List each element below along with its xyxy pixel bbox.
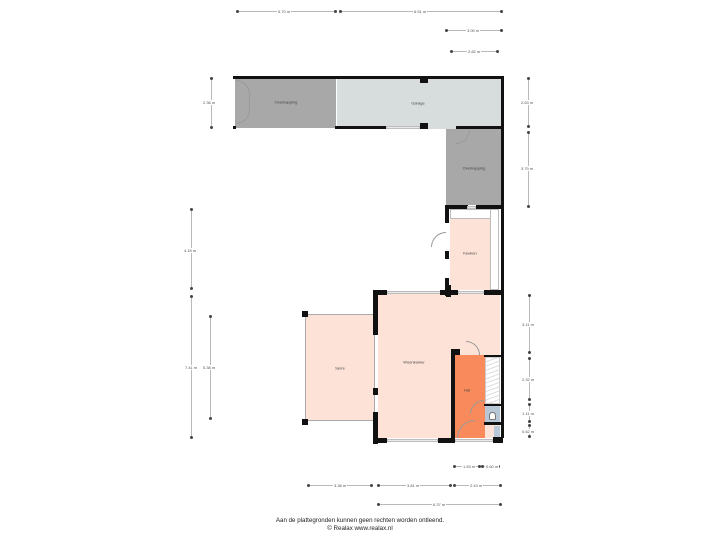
dim-right-1-label: 3.11 m: [521, 322, 535, 327]
kitchen-window-top: [467, 206, 476, 209]
room-woonkamer-label: Woonkamer: [403, 359, 425, 365]
stairs: [485, 357, 500, 404]
room-meterkast: [494, 426, 500, 437]
wall: [373, 388, 378, 395]
room-overkapping-right-label: Overkapping: [462, 165, 486, 171]
wall: [420, 123, 428, 129]
dim-bottom-mk-label: 0.60 m: [485, 464, 500, 469]
wall: [420, 78, 428, 83]
room-serre-label: Serre: [335, 365, 345, 371]
dim-right-garage-label: 2.63 m: [520, 100, 535, 105]
wall: [451, 349, 460, 355]
dim-bottom-total-label: 6.37 m: [432, 502, 447, 507]
footer-disclaimer: Aan de plattegronden kunnen geen rechten…: [275, 517, 445, 524]
wall: [451, 349, 455, 443]
wall: [438, 438, 454, 443]
wall: [373, 412, 378, 444]
dim-left-serre-label: 5.38 m: [202, 365, 217, 370]
dim-top-inner1-label: 3.00 m: [466, 28, 481, 33]
dim-left-overkapping-label: 2.36 m: [202, 100, 217, 105]
toilet-door[interactable]: [470, 400, 484, 414]
dim-bottom-hal-total-label: 2.43 m: [469, 483, 484, 488]
room-serre: [305, 314, 375, 421]
dim-right-3-label: 1.11 m: [521, 411, 535, 416]
wall: [445, 251, 449, 259]
room-overkapping-right: [446, 129, 501, 205]
wall: [302, 419, 308, 425]
wall: [445, 205, 468, 209]
dim-left-lower-label: 7.41 m: [184, 365, 199, 370]
wall: [302, 311, 308, 317]
footer: Aan de plattegronden kunnen geen rechten…: [0, 517, 720, 533]
room-keuken-label: Keuken: [463, 250, 477, 256]
dim-right-4-label: 0.62 m: [521, 429, 536, 434]
room-overkapping-top: [235, 78, 336, 128]
wall: [484, 290, 502, 295]
dim-right-overkapping-label: 3.79 m: [520, 166, 535, 171]
dim-top-garage-label: 6.51 m: [413, 9, 428, 14]
wall: [456, 126, 502, 129]
garage-window: [386, 126, 420, 129]
wall: [373, 438, 387, 443]
wall: [501, 76, 504, 438]
room-hal-label: Hal: [463, 387, 471, 393]
wall: [233, 76, 504, 79]
wall: [446, 285, 451, 297]
hal-window-bottom: [455, 439, 493, 442]
wall: [484, 355, 502, 357]
kitchen-counter-side: [490, 209, 499, 290]
wall: [493, 437, 503, 443]
woonkamer-window-bottom: [387, 439, 438, 442]
dim-left-upper-label: 4.18 m: [183, 248, 198, 253]
dim-right-2-label: 2.32 m: [521, 377, 536, 382]
dim-bottom-woonkamer-label: 3.81 m: [406, 483, 421, 488]
wall: [373, 290, 378, 335]
dim-bottom-hal-label: 1.53 m: [462, 464, 477, 469]
kitchen-window-bottom: [458, 291, 484, 294]
toilet-bowl-icon: [489, 412, 496, 420]
wall: [445, 205, 449, 223]
dim-bottom-serre-label: 3.38 m: [333, 483, 348, 488]
wall: [484, 422, 502, 425]
wall: [335, 126, 386, 129]
kitchen-door[interactable]: [431, 232, 446, 247]
woonkamer-window-top: [387, 291, 442, 294]
wall: [476, 205, 502, 209]
wall: [484, 404, 502, 406]
dim-top-overkapping-label: 5.70 m: [277, 9, 292, 14]
dim-top-inner2-label: 2.82 m: [467, 49, 482, 54]
room-garage-label: Garage: [411, 100, 425, 106]
wall: [233, 126, 236, 129]
wall: [373, 290, 387, 295]
room-garage: [337, 78, 502, 129]
room-keuken: [450, 219, 491, 290]
room-overkapping-top-label: Overkapping: [274, 99, 298, 105]
footer-copyright: © Realax www.realax.nl: [327, 525, 393, 532]
